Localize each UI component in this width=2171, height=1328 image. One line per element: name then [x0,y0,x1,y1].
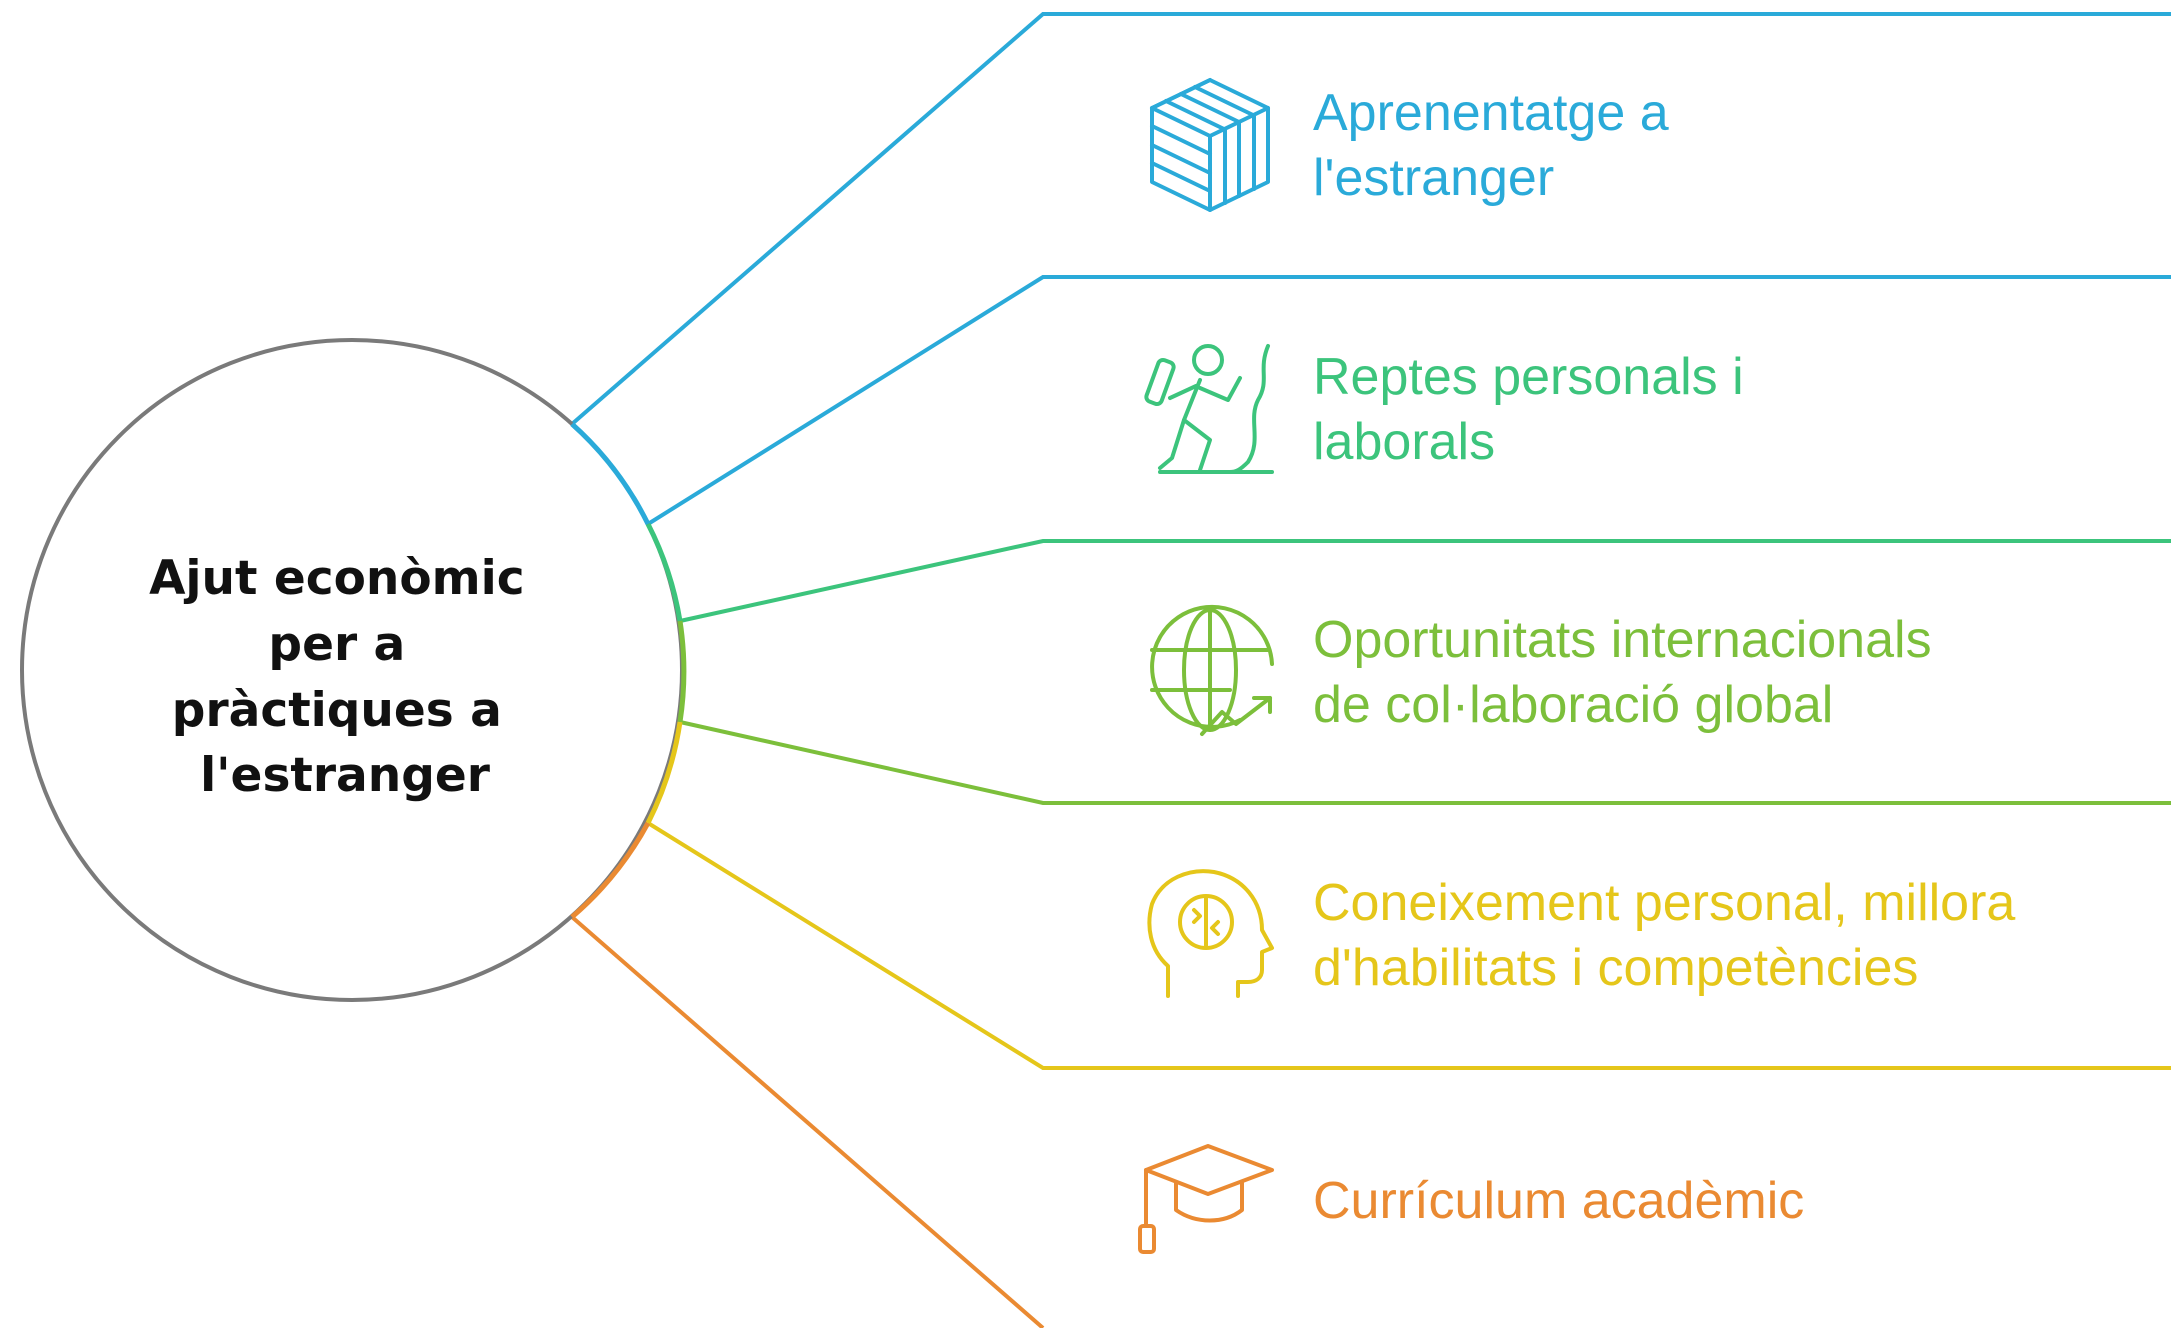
item-label: Aprenentatge a l'estranger [1313,84,1683,207]
climber-icon [1144,344,1274,474]
item-learning-abroad: Aprenentatge a l'estranger [1150,78,1683,212]
connector-learning-abroad [570,12,2171,426]
connector-academic-cv [570,915,1045,1328]
item-label-line: Aprenentatge a [1313,84,1669,142]
item-label-line: l'estranger [1313,149,1554,207]
arc-lime [677,620,687,723]
arc-blue [570,422,651,526]
item-international-opportunities: Oportunitats internacionals de col·labor… [1150,604,1946,736]
item-label: Reptes personals i laborals [1313,348,1758,471]
arc-orange [570,821,651,919]
connector-personal-challenges [646,275,2171,526]
item-label-line: Coneixement personal, millora [1313,874,2015,932]
item-label-line: Currículum acadèmic [1313,1172,1804,1230]
center-title: Ajut econòmic per a pràctiques a l'estra… [149,551,541,803]
graduation-cap-icon [1138,1144,1274,1254]
globe-growth-icon [1150,604,1274,736]
head-brain-icon [1147,869,1274,998]
center-title-line: pràctiques a [172,683,502,738]
item-label: Coneixement personal, millora d'habilita… [1313,874,2030,997]
item-label-line: Oportunitats internacionals [1313,611,1932,669]
item-label: Currículum acadèmic [1313,1172,1804,1230]
item-label-line: de col·laboració global [1313,676,1833,734]
item-label-line: laborals [1313,413,1495,471]
arc-green [645,522,683,622]
connectors [570,12,2171,1328]
item-academic-cv: Currículum acadèmic [1138,1144,1804,1254]
item-label-line: d'habilitats i competències [1313,939,1918,997]
center-title-line: per a [268,617,405,672]
item-personal-knowledge: Coneixement personal, millora d'habilita… [1147,869,2030,998]
learning-blocks-icon [1150,78,1270,212]
center-title-line: Ajut econòmic [149,551,525,606]
arc-yellow [645,721,683,825]
item-label-line: Reptes personals i [1313,348,1744,406]
center-title-line: l'estranger [200,748,491,803]
connector-international-opportunities [679,539,2171,623]
connector-personal-knowledge [646,821,2171,1070]
connector-international-opportunities-bottom [679,720,2171,805]
center-node: Ajut econòmic per a pràctiques a l'estra… [20,338,687,1002]
item-personal-challenges: Reptes personals i laborals [1144,344,1758,474]
item-label: Oportunitats internacionals de col·labor… [1313,611,1946,734]
